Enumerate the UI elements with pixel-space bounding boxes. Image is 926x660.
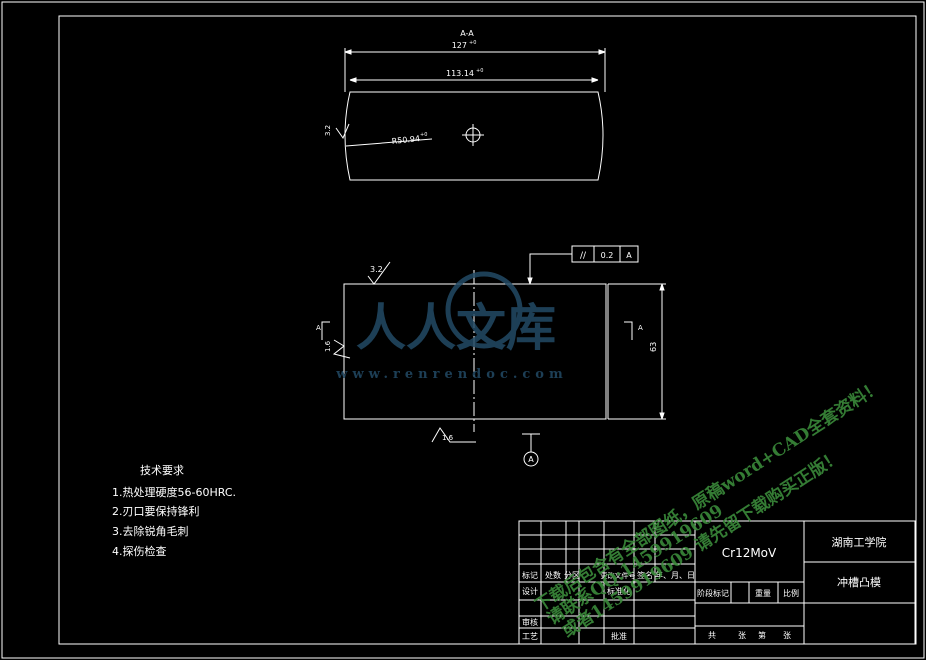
dim-overall: 127	[452, 41, 467, 50]
rough-top: 3.2	[370, 265, 383, 274]
dim-radius: R50.94	[391, 134, 420, 146]
part-name: 冲槽凸模	[837, 575, 881, 589]
note-3: 3.去除锐角毛刺	[112, 524, 189, 538]
logo-text: 人人文库	[356, 298, 556, 357]
notes-title: 技术要求	[140, 464, 184, 477]
front-view	[321, 245, 666, 467]
inner-border	[58, 15, 917, 645]
logo-watermark: 人人文库 www.renrendoc.com	[335, 271, 567, 382]
dim-height: 63	[649, 342, 658, 352]
section-mark-right: A	[638, 324, 643, 332]
section-label: A-A	[460, 29, 474, 38]
sheet-no-label: 第	[758, 630, 766, 640]
section-view	[335, 48, 606, 181]
dim-overall-tol: +0	[469, 40, 476, 46]
design-label: 设计	[522, 586, 538, 596]
approve-label: 批准	[611, 631, 627, 641]
datum-letter: A	[528, 455, 534, 464]
watermark-line-1: 下载后包含有全部图纸，原稿word+CAD全套资料！	[531, 376, 885, 616]
rough-bottom: 1.6	[442, 434, 454, 442]
note-2: 2.刃口要保持锋利	[112, 504, 200, 518]
row-label-date: 年、月、日	[655, 570, 695, 580]
note-1: 1.热处理硬度56-60HRC.	[112, 485, 236, 499]
watermark-line-2: 请联系QQ:1459919609	[544, 501, 727, 630]
total-label: 共	[708, 631, 716, 640]
sheet-unit-label: 张	[783, 631, 791, 640]
text-watermark: 下载后包含有全部图纸，原稿word+CAD全套资料！ 请联系QQ:1459919…	[531, 376, 885, 642]
stage-mark-label: 阶段标记	[697, 588, 729, 598]
material: Cr12MoV	[722, 546, 777, 560]
row-label-count: 处数	[545, 570, 561, 580]
weight-label: 重量	[755, 588, 771, 598]
standardization-label: 标准化	[607, 586, 631, 596]
tolerance-datum: A	[626, 251, 632, 260]
note-4: 4.探伤检查	[112, 544, 167, 558]
row-label-sign: 签名	[637, 570, 653, 580]
process-label: 工艺	[522, 632, 538, 641]
tolerance-symbol: //	[580, 251, 587, 261]
dim-radius-tol: +0	[420, 132, 427, 138]
rough-side: 3.2	[324, 125, 332, 136]
row-label-doc: 更改文件号	[601, 571, 636, 580]
dim-inner-tol: +0	[476, 68, 483, 74]
school-name: 湖南工学院	[832, 535, 887, 549]
check-label: 审核	[522, 617, 538, 627]
sheets-label: 张	[738, 631, 746, 640]
logo-url: www.renrendoc.com	[335, 367, 567, 382]
scale-label: 比例	[783, 588, 799, 598]
row-label-zone: 分区	[564, 571, 580, 580]
tolerance-value: 0.2	[601, 251, 614, 260]
title-block	[518, 520, 916, 645]
dim-inner: 113.14	[446, 69, 474, 78]
section-mark-left: A	[316, 324, 321, 332]
watermark-line-3: 或者1459919609 请先留下载购买正版！	[558, 446, 845, 642]
rough-left: 1.6	[324, 340, 332, 352]
row-label-mark: 标记	[522, 570, 538, 580]
